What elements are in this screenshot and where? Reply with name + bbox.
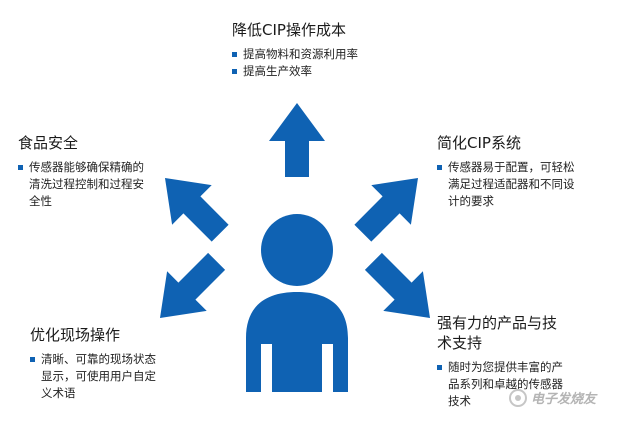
person-body <box>246 292 348 392</box>
watermark: 电子发烧友 <box>509 388 596 407</box>
arrow-up-icon <box>269 103 325 177</box>
benefit-product-support: 强有力的产品与技 术支持 随时为您提供丰富的产 品系列和卓越的传感器 技术 <box>437 313 563 410</box>
bullet-list: 清晰、可靠的现场状态 显示，可使用用户自定 义术语 <box>30 351 156 402</box>
bullet-line: 显示，可使用用户自定 <box>41 369 156 383</box>
arrow-down-right-icon <box>364 252 430 318</box>
bullet-line: 品系列和卓越的传感器 <box>448 377 563 391</box>
benefit-food-safety: 食品安全 传感器能够确保精确的 清洗过程控制和过程安 全性 <box>18 133 144 210</box>
heading-simplify-cip: 简化CIP系统 <box>437 134 521 152</box>
bullet-line: 计的要求 <box>448 194 494 208</box>
benefit-simplify-cip: 简化CIP系统 传感器易于配置，可轻松 满足过程适配器和不同设 计的要求 <box>437 133 575 210</box>
bullet-list: 提高物料和资源利用率 提高生产效率 <box>232 46 358 80</box>
person-head <box>261 214 333 286</box>
benefit-optimize-field-ops: 优化现场操作 清晰、可靠的现场状态 显示，可使用用户自定 义术语 <box>30 325 156 402</box>
arrow-up-right-icon <box>354 178 418 242</box>
heading-reduce-cip-cost: 降低CIP操作成本 <box>232 21 346 39</box>
bullet-line: 传感器易于配置，可轻松 <box>448 160 575 174</box>
bullet-item: 传感器能够确保精确的 清洗过程控制和过程安 全性 <box>18 159 144 210</box>
person-icon <box>246 214 348 392</box>
bullet-list: 传感器易于配置，可轻松 满足过程适配器和不同设 计的要求 <box>437 159 575 210</box>
arrow-down-left-icon <box>160 252 226 318</box>
bullet-list: 随时为您提供丰富的产 品系列和卓越的传感器 技术 <box>437 359 563 410</box>
bullet-item: 随时为您提供丰富的产 品系列和卓越的传感器 技术 <box>437 359 563 410</box>
bullet-line: 义术语 <box>41 386 76 400</box>
bullet-line: 提高生产效率 <box>243 64 312 78</box>
heading-line: 强有力的产品与技 <box>437 314 558 332</box>
logo-circle-icon <box>509 388 527 407</box>
bullet-line: 技术 <box>448 394 471 408</box>
bullet-line: 全性 <box>29 194 52 208</box>
heading-line: 术支持 <box>437 334 483 352</box>
bullet-item: 传感器易于配置，可轻松 满足过程适配器和不同设 计的要求 <box>437 159 575 210</box>
bullet-item: 提高物料和资源利用率 <box>232 46 358 63</box>
bullet-list: 传感器能够确保精确的 清洗过程控制和过程安 全性 <box>18 159 144 210</box>
bullet-line: 满足过程适配器和不同设 <box>448 177 575 191</box>
bullet-line: 传感器能够确保精确的 <box>29 160 144 174</box>
watermark-text: 电子发烧友 <box>531 392 597 407</box>
bullet-item: 提高生产效率 <box>232 63 358 80</box>
bullet-line: 清洗过程控制和过程安 <box>29 177 144 191</box>
bullet-line: 随时为您提供丰富的产 <box>448 360 563 374</box>
arrow-up-left-icon <box>165 178 229 242</box>
bullet-line: 清晰、可靠的现场状态 <box>41 352 156 366</box>
benefit-reduce-cip-cost: 降低CIP操作成本 提高物料和资源利用率 提高生产效率 <box>232 20 358 80</box>
bullet-item: 清晰、可靠的现场状态 显示，可使用用户自定 义术语 <box>30 351 156 402</box>
heading-food-safety: 食品安全 <box>18 134 79 152</box>
heading-product-support: 强有力的产品与技 术支持 <box>437 313 563 353</box>
bullet-line: 提高物料和资源利用率 <box>243 47 358 61</box>
heading-optimize-field-ops: 优化现场操作 <box>30 326 121 344</box>
